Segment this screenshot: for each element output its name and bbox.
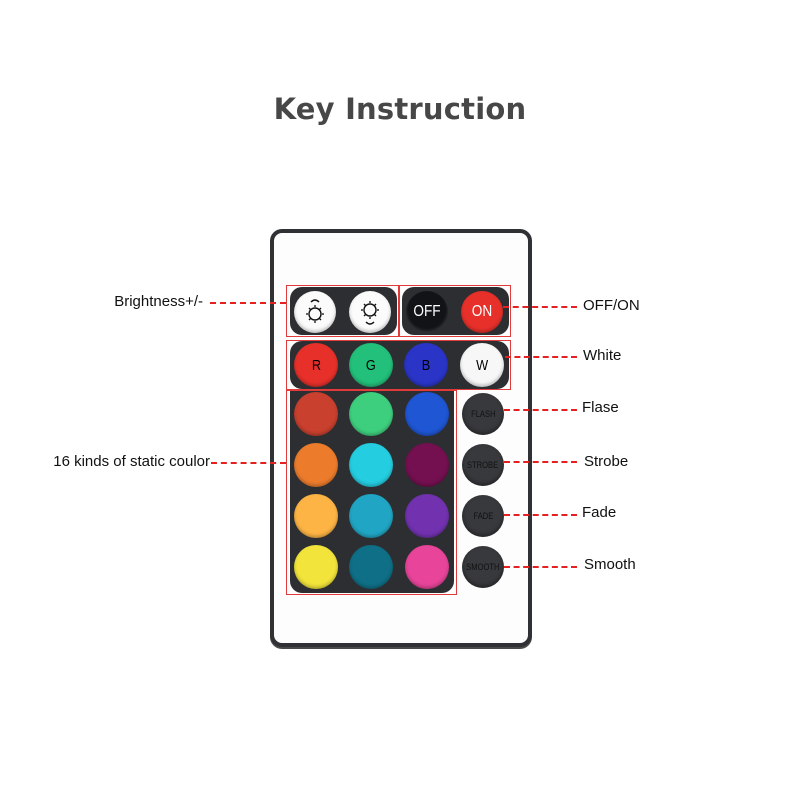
fade-leader <box>504 514 577 516</box>
brightness-up-button[interactable] <box>294 291 336 333</box>
white-callout: White <box>583 347 622 364</box>
brightness-leader <box>210 302 286 304</box>
static-color-button[interactable] <box>294 494 338 538</box>
static-color-button[interactable] <box>405 443 449 487</box>
strobe-callout: Strobe <box>584 453 629 470</box>
strobe-label: STROBE <box>467 459 499 471</box>
sun-up-icon <box>306 299 324 323</box>
static-color-button[interactable] <box>294 443 338 487</box>
static-color-button[interactable] <box>349 494 393 538</box>
flash-callout: Flase <box>582 399 619 416</box>
static-color-button[interactable] <box>405 494 449 538</box>
flash-leader <box>504 409 577 411</box>
brightness-down-button[interactable] <box>349 291 391 333</box>
static-color-button[interactable] <box>405 545 449 589</box>
smooth-callout: Smooth <box>584 556 636 573</box>
green-label: G <box>366 356 376 374</box>
static-color-button[interactable] <box>294 545 338 589</box>
white-button[interactable]: W <box>460 343 504 387</box>
static-color-button[interactable] <box>349 545 393 589</box>
page-title: Key Instruction <box>273 92 527 126</box>
smooth-button[interactable]: SMOOTH <box>462 546 504 588</box>
brightness-highlight <box>286 285 399 337</box>
green-button[interactable]: G <box>349 343 393 387</box>
fade-label: FADE <box>473 510 493 522</box>
off-on-callout: OFF/ON <box>583 297 640 314</box>
power-highlight <box>399 285 511 337</box>
white-leader <box>505 356 577 358</box>
static-color-highlight <box>286 390 457 595</box>
rgbw-highlight <box>286 340 511 390</box>
smooth-label: SMOOTH <box>466 561 500 573</box>
static-color-button[interactable] <box>349 443 393 487</box>
static-color-leader <box>211 462 286 464</box>
off-button[interactable]: OFF <box>406 291 448 333</box>
fade-callout: Fade <box>582 504 617 521</box>
on-label: ON <box>471 303 493 320</box>
flash-label: FLASH <box>470 408 496 420</box>
off-label: OFF <box>413 303 441 320</box>
fade-button[interactable]: FADE <box>462 495 504 537</box>
white-label: W <box>475 356 489 374</box>
static-color-button[interactable] <box>349 392 393 436</box>
static-color-button[interactable] <box>405 392 449 436</box>
on-button[interactable]: ON <box>461 291 503 333</box>
red-label: R <box>311 356 321 374</box>
brightness-callout: Brightness+/- <box>114 293 203 310</box>
sun-down-icon <box>361 301 379 325</box>
red-button[interactable]: R <box>294 343 338 387</box>
static-color-button[interactable] <box>294 392 338 436</box>
blue-label: B <box>421 356 431 374</box>
strobe-button[interactable]: STROBE <box>462 444 504 486</box>
blue-button[interactable]: B <box>404 343 448 387</box>
flash-button[interactable]: FLASH <box>462 393 504 435</box>
smooth-leader <box>504 566 577 568</box>
off-on-leader <box>503 306 577 308</box>
static-color-callout: 16 kinds of static coulor <box>53 453 210 470</box>
strobe-leader <box>504 461 577 463</box>
